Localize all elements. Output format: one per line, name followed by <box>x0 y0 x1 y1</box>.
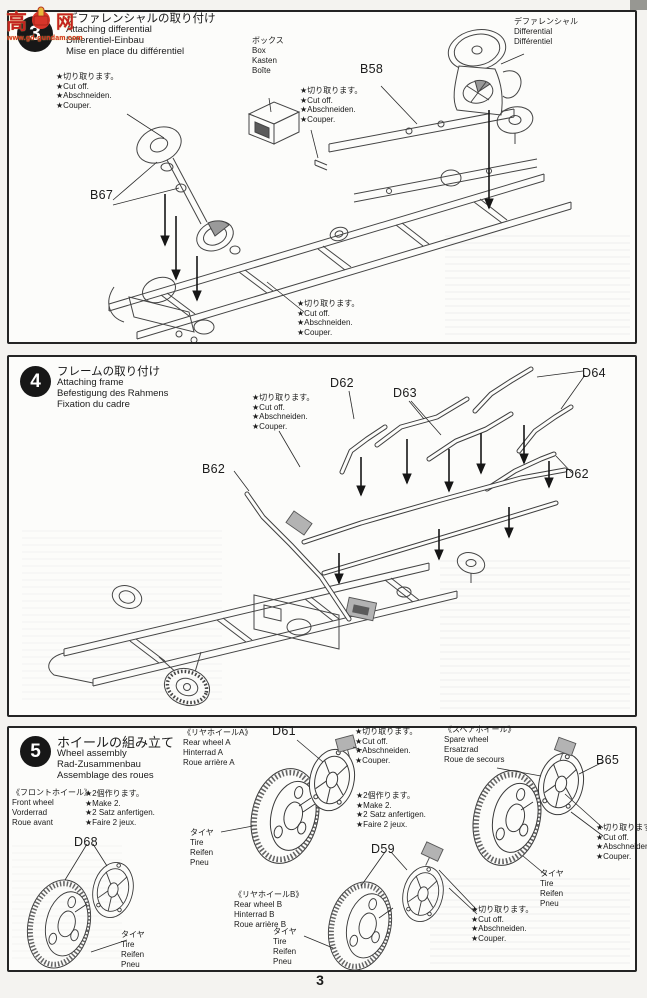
step5-cut-note-3: ★切り取ります。★Cut off. ★Abschneiden.★Couper. <box>471 905 534 943</box>
part-label-d63: D63 <box>393 386 417 400</box>
bleed-through-text <box>440 560 630 710</box>
step3-diagram <box>108 29 572 342</box>
step5-cut-note-2: ★切り取ります。★Cut off. ★Abschneiden.★Couper. <box>596 823 647 861</box>
step3-panel <box>7 10 637 344</box>
make2-note-rear: ★2個作ります。★Make 2. ★2 Satz anfertigen.★Fai… <box>356 791 426 829</box>
step5-title-en: Wheel assembly <box>57 748 127 759</box>
step3-cut-note-1: ★切り取ります。★Cut off. ★Abschneiden.★Couper. <box>56 72 119 110</box>
step3-title-ja: デファレンシャルの取り付け <box>66 13 216 25</box>
step4-panel <box>7 355 637 717</box>
step3-cut-note-3: ★切り取ります。★Cut off. ★Abschneiden.★Couper. <box>297 299 360 337</box>
make2-note-front: ★2個作ります。★Make 2. ★2 Satz anfertigen.★Fai… <box>85 789 155 827</box>
step4-title-en: Attaching frame <box>57 377 124 388</box>
part-label-d68: D68 <box>74 835 98 849</box>
step4-number-badge: 4 <box>20 366 51 397</box>
part-label-d64: D64 <box>582 366 606 380</box>
part-label-d59: D59 <box>371 842 395 856</box>
step4-title-translations: Attaching frame Befestigung des Rahmens … <box>57 377 168 411</box>
step5-panel <box>7 726 637 972</box>
page-number: 3 <box>316 972 324 988</box>
differential-label: デファレンシャル Differential Différentiel <box>514 17 578 46</box>
step5-number-badge: 5 <box>20 736 51 767</box>
bleed-through-text <box>22 530 222 705</box>
step3-title-translations: Attaching differential Differentiel-Einb… <box>66 24 184 58</box>
step5-title-fr: Assemblage des roues <box>57 770 154 782</box>
watermark-char-left: 高 <box>6 10 27 34</box>
part-label-d62-left: D62 <box>330 376 354 390</box>
step5-cut-note-1: ★切り取ります。★Cut off. ★Abschneiden.★Couper. <box>355 727 418 765</box>
step5-title-translations: Wheel assembly Rad-Zusammenbau Assemblag… <box>57 748 154 782</box>
part-label-b65: B65 <box>596 753 620 767</box>
watermark-url: www.gd-gundam.com <box>7 35 83 42</box>
thumbs-up-icon <box>32 6 50 29</box>
step4-title-fr: Fixation du cadre <box>57 399 130 411</box>
step5-title-de: Rad-Zusammenbau <box>57 759 141 771</box>
step4-number: 4 <box>30 370 41 392</box>
bleed-through-text <box>445 235 630 335</box>
part-label-d62-right: D62 <box>565 467 589 481</box>
step5-diagram <box>9 734 604 970</box>
watermark-logo: 高 网 www.gd-gundam.com <box>6 5 92 61</box>
step4-title-ja: フレームの取り付け <box>57 366 161 378</box>
part-label-b67: B67 <box>90 188 114 202</box>
step5-number: 5 <box>30 740 41 762</box>
bleed-through-text <box>12 845 122 960</box>
part-label-d61: D61 <box>272 724 296 738</box>
step3-title-de: Differentiel-Einbau <box>66 35 144 47</box>
step5-title-ja: ホイールの組み立て <box>57 735 175 750</box>
watermark-char-right: 网 <box>56 12 74 32</box>
part-label-b62: B62 <box>202 462 226 476</box>
step3-title-en: Attaching differential <box>66 24 152 35</box>
step4-diagram <box>48 366 586 707</box>
step4-cut-note: ★切り取ります。★Cut off. ★Abschneiden.★Couper. <box>252 393 315 431</box>
step3-number: 3 <box>29 22 41 45</box>
scan-edge-artifact <box>630 0 647 10</box>
step3-title-fr: Mise en place du différentiel <box>66 46 185 58</box>
part-label-b58: B58 <box>360 62 384 76</box>
step4-title-de: Befestigung des Rahmens <box>57 388 169 400</box>
step3-cut-note-2: ★切り取ります。★Cut off. ★Abschneiden.★Couper. <box>300 86 363 124</box>
bleed-through-text <box>430 878 630 966</box>
